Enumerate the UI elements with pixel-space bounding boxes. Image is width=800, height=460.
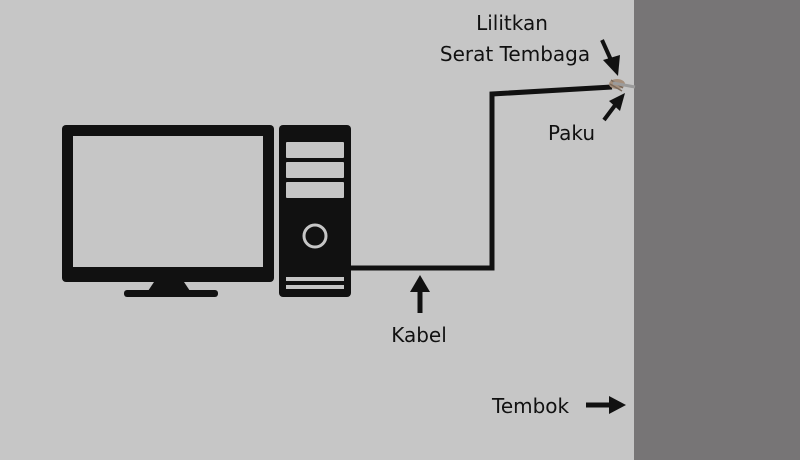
coil-label-line2: Serat Tembaga [440,42,590,66]
coil-arrow-icon [600,39,620,76]
drive-bay-2 [286,162,344,178]
nail-arrow-icon [602,93,625,122]
pc-tower-icon [279,125,351,297]
coil-strand-2 [609,83,623,92]
cable-label: Kabel [391,323,447,347]
power-button [302,223,328,249]
cable-arrow-icon [410,275,430,313]
monitor-screen [73,136,263,267]
coil-label-line1: Lilitkan [476,11,548,35]
cable [351,84,613,271]
nail [612,81,636,89]
monitor-icon [62,125,274,297]
tower-slot-1 [286,277,344,281]
monitor-neck [148,282,190,291]
wall-arrow-icon [586,396,626,414]
tower-slot-2 [286,285,344,289]
wall [634,0,800,460]
monitor-base [124,290,218,297]
nail-label: Paku [548,121,595,145]
drive-bay-1 [286,142,344,158]
drive-bay-3 [286,182,344,198]
wall-label: Tembok [491,394,570,418]
